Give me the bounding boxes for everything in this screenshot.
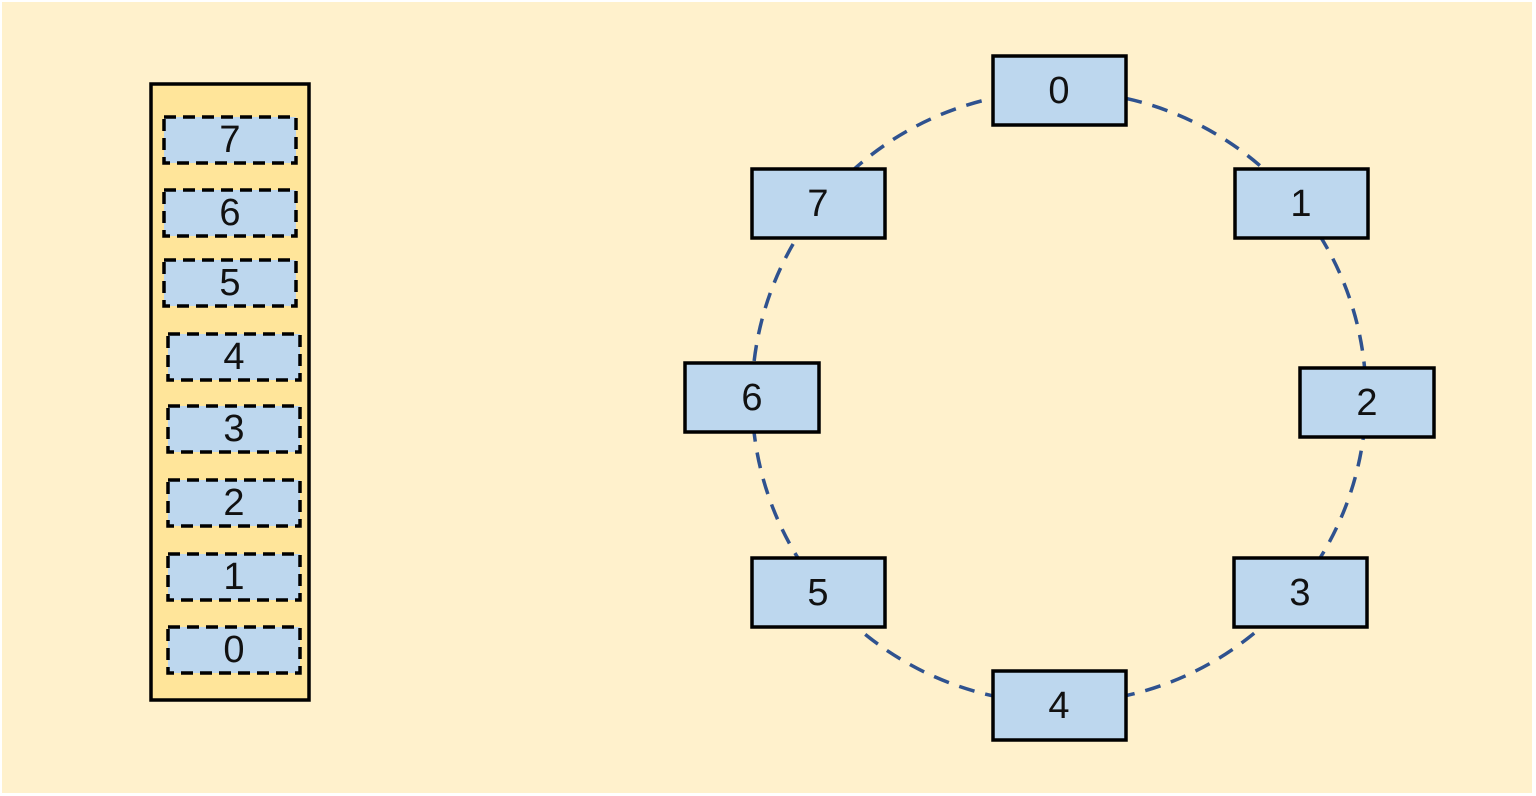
ring-node-label: 0 bbox=[1048, 70, 1069, 112]
stack-slot-label: 7 bbox=[219, 119, 240, 161]
stack-slot-3: 3 bbox=[166, 404, 302, 454]
ring-node-1: 1 bbox=[1233, 167, 1370, 240]
stack-slot-label: 1 bbox=[223, 556, 244, 598]
ring-node-label: 5 bbox=[807, 572, 828, 614]
linear-stack: 7 6 5 4 3 2 1 0 bbox=[149, 82, 311, 702]
stack-slot-5: 5 bbox=[162, 258, 298, 308]
ring-node-label: 2 bbox=[1356, 382, 1377, 424]
circular-ring: 0 1 2 3 4 5 6 7 bbox=[683, 54, 1436, 742]
ring-node-5: 5 bbox=[750, 556, 887, 629]
stack-slot-label: 6 bbox=[219, 192, 240, 234]
stack-container bbox=[149, 82, 311, 702]
stack-slot-0: 0 bbox=[166, 625, 302, 675]
ring-node-3: 3 bbox=[1232, 556, 1369, 629]
stack-slot-7: 7 bbox=[162, 115, 298, 165]
stack-slot-label: 3 bbox=[223, 408, 244, 450]
stack-slot-label: 2 bbox=[223, 482, 244, 524]
ring-node-label: 3 bbox=[1289, 572, 1310, 614]
ring-node-6: 6 bbox=[683, 361, 821, 434]
stack-slot-6: 6 bbox=[162, 188, 298, 238]
ring-node-label: 6 bbox=[741, 377, 762, 419]
stack-slot-4: 4 bbox=[166, 332, 302, 382]
ring-node-label: 4 bbox=[1048, 685, 1069, 727]
ring-node-label: 1 bbox=[1290, 183, 1311, 225]
ring-node-label: 7 bbox=[807, 183, 828, 225]
stack-slot-1: 1 bbox=[166, 552, 302, 602]
stack-slot-label: 4 bbox=[223, 336, 244, 378]
ring-node-0: 0 bbox=[991, 54, 1128, 127]
ring-node-7: 7 bbox=[750, 167, 887, 240]
ring-node-2: 2 bbox=[1298, 366, 1436, 439]
ring-node-4: 4 bbox=[991, 669, 1128, 742]
stack-slot-label: 5 bbox=[219, 262, 240, 304]
stack-slot-label: 0 bbox=[223, 629, 244, 671]
stack-slot-2: 2 bbox=[166, 478, 302, 528]
